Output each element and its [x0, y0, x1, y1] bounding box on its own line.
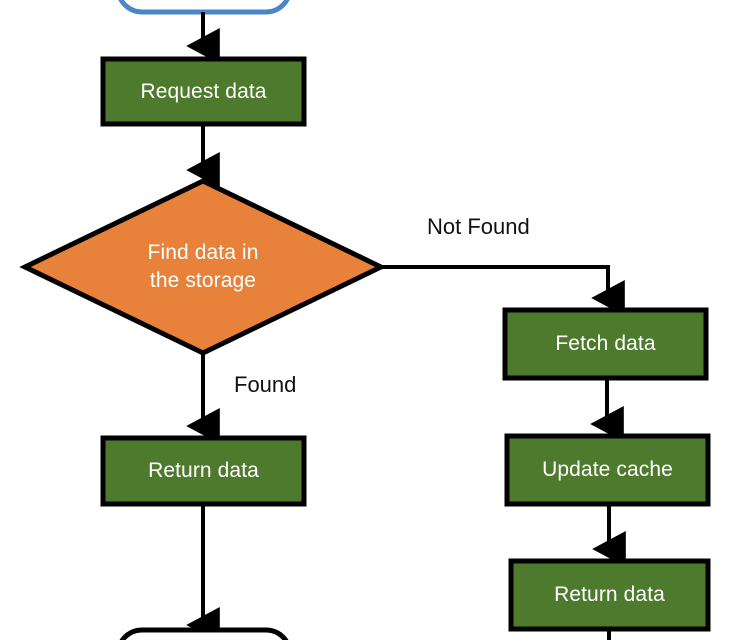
node-find-data[interactable] — [19, 178, 387, 356]
node-return-data-left[interactable] — [100, 435, 307, 507]
edge-find-to-fetch — [382, 265, 625, 316]
node-request-data[interactable] — [100, 56, 307, 127]
node-fetch-data[interactable] — [502, 307, 709, 381]
node-return-data-right[interactable] — [508, 558, 711, 632]
edge-label-found: Found — [234, 372, 297, 397]
node-start[interactable] — [118, 0, 290, 15]
edge-label-not-found: Not Found — [427, 214, 530, 239]
node-update-cache[interactable] — [504, 433, 711, 507]
node-end[interactable] — [118, 627, 290, 640]
